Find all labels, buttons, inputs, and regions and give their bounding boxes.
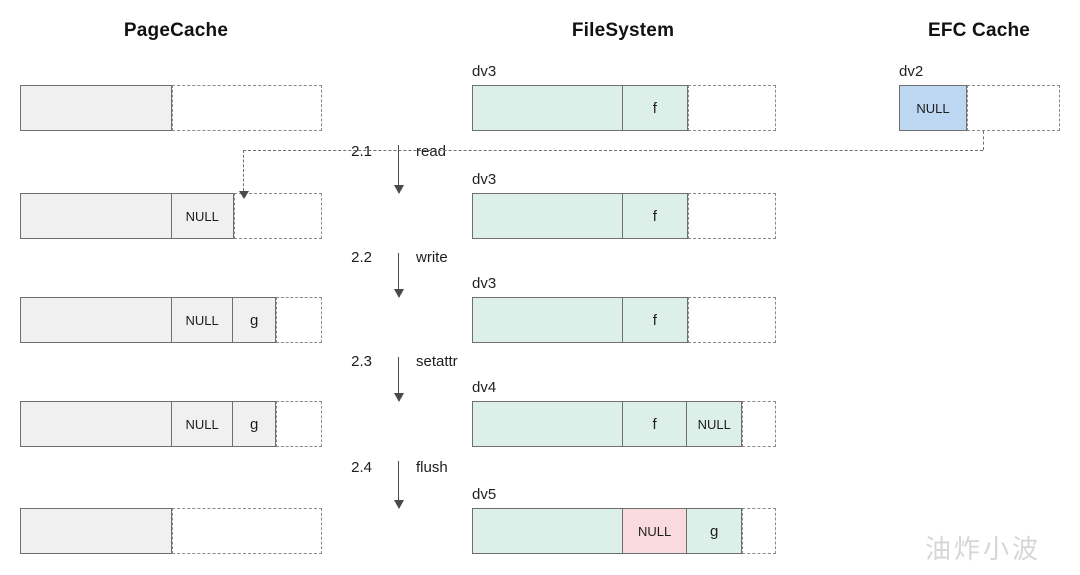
step-arrow-line-2.4 <box>398 461 399 500</box>
cell-filesystem-2-0 <box>473 298 623 342</box>
cell-filesystem-0-0 <box>473 86 623 130</box>
step-arrow-line-2.3 <box>398 357 399 393</box>
step-number-2.4: 2.4 <box>351 458 372 476</box>
connector-segment-down-from-efc <box>983 131 984 150</box>
step-operation-2.3: setattr <box>416 353 458 370</box>
step-number-2.3: 2.3 <box>351 353 372 370</box>
cell-group-pagecache-4 <box>20 508 172 554</box>
version-label-efccache-0: dv2 <box>899 63 924 80</box>
cell-group-filesystem-1: f <box>472 193 688 239</box>
cell-filesystem-0-1: f <box>622 86 687 130</box>
step-arrow-line-2.2 <box>398 253 399 289</box>
step-arrow-line-2.1 <box>398 145 399 185</box>
step-operation-2.1: read <box>416 143 447 160</box>
cell-group-efccache-0: NULL <box>899 85 967 131</box>
cell-filesystem-4-2: g <box>687 509 741 553</box>
step-arrow-head-2.1 <box>393 185 404 194</box>
capacity-frame-pagecache-0 <box>172 85 322 131</box>
capacity-frame-pagecache-3 <box>276 401 322 447</box>
capacity-frame-pagecache-4 <box>172 508 322 554</box>
cell-filesystem-3-1: f <box>622 402 688 446</box>
cell-pagecache-0-0 <box>21 86 171 130</box>
cell-filesystem-1-0 <box>473 194 623 238</box>
version-label-filesystem-2: dv3 <box>472 275 497 292</box>
cell-filesystem-3-0 <box>473 402 623 446</box>
column-header-pagecache: PageCache <box>123 20 229 41</box>
cell-pagecache-4-0 <box>21 509 171 553</box>
cell-filesystem-4-1: NULL <box>622 509 688 553</box>
cell-pagecache-1-1: NULL <box>171 194 233 238</box>
step-arrow-head-2.3 <box>393 393 404 402</box>
cell-filesystem-1-1: f <box>622 194 687 238</box>
step-arrow-head-2.4 <box>393 500 404 509</box>
cell-group-filesystem-2: f <box>472 297 688 343</box>
watermark-text: 油炸小波 <box>925 534 1042 564</box>
step-arrow-head-2.2 <box>393 289 404 298</box>
step-number-2.2: 2.2 <box>351 249 372 266</box>
capacity-frame-filesystem-0 <box>688 85 776 131</box>
cell-group-filesystem-0: f <box>472 85 688 131</box>
step-number-2.1: 2.1 <box>351 143 372 160</box>
step-operation-2.2: write <box>416 249 448 266</box>
capacity-frame-filesystem-2 <box>688 297 776 343</box>
version-label-filesystem-4: dv5 <box>472 486 497 503</box>
capacity-frame-filesystem-1 <box>688 193 776 239</box>
cell-pagecache-3-0 <box>21 402 172 446</box>
cell-filesystem-2-1: f <box>622 298 687 342</box>
version-label-filesystem-0: dv3 <box>472 63 497 80</box>
connector-segment-down-to-pagecache <box>243 150 244 191</box>
capacity-frame-pagecache-2 <box>276 297 322 343</box>
cell-filesystem-3-2: NULL <box>687 402 741 446</box>
cell-pagecache-1-0 <box>21 194 172 238</box>
cell-efccache-0-0: NULL <box>900 86 966 130</box>
connector-arrow-head <box>238 191 249 199</box>
capacity-frame-pagecache-1 <box>234 193 322 239</box>
column-header-filesystem: FileSystem <box>571 20 675 41</box>
capacity-frame-filesystem-3 <box>742 401 776 447</box>
cell-pagecache-2-2: g <box>233 298 275 342</box>
column-header-efccache: EFC Cache <box>927 20 1031 41</box>
version-label-filesystem-3: dv4 <box>472 379 497 396</box>
version-label-filesystem-1: dv3 <box>472 171 497 188</box>
cell-pagecache-3-1: NULL <box>171 402 234 446</box>
cell-pagecache-2-1: NULL <box>171 298 234 342</box>
connector-segment-horizontal <box>243 150 983 151</box>
capacity-frame-efccache-0 <box>967 85 1060 131</box>
cell-pagecache-2-0 <box>21 298 172 342</box>
cell-pagecache-3-2: g <box>233 402 275 446</box>
cell-group-pagecache-1: NULL <box>20 193 234 239</box>
cell-filesystem-4-0 <box>473 509 623 553</box>
capacity-frame-filesystem-4 <box>742 508 776 554</box>
step-operation-2.4: flush <box>416 458 448 476</box>
cell-group-pagecache-0 <box>20 85 172 131</box>
